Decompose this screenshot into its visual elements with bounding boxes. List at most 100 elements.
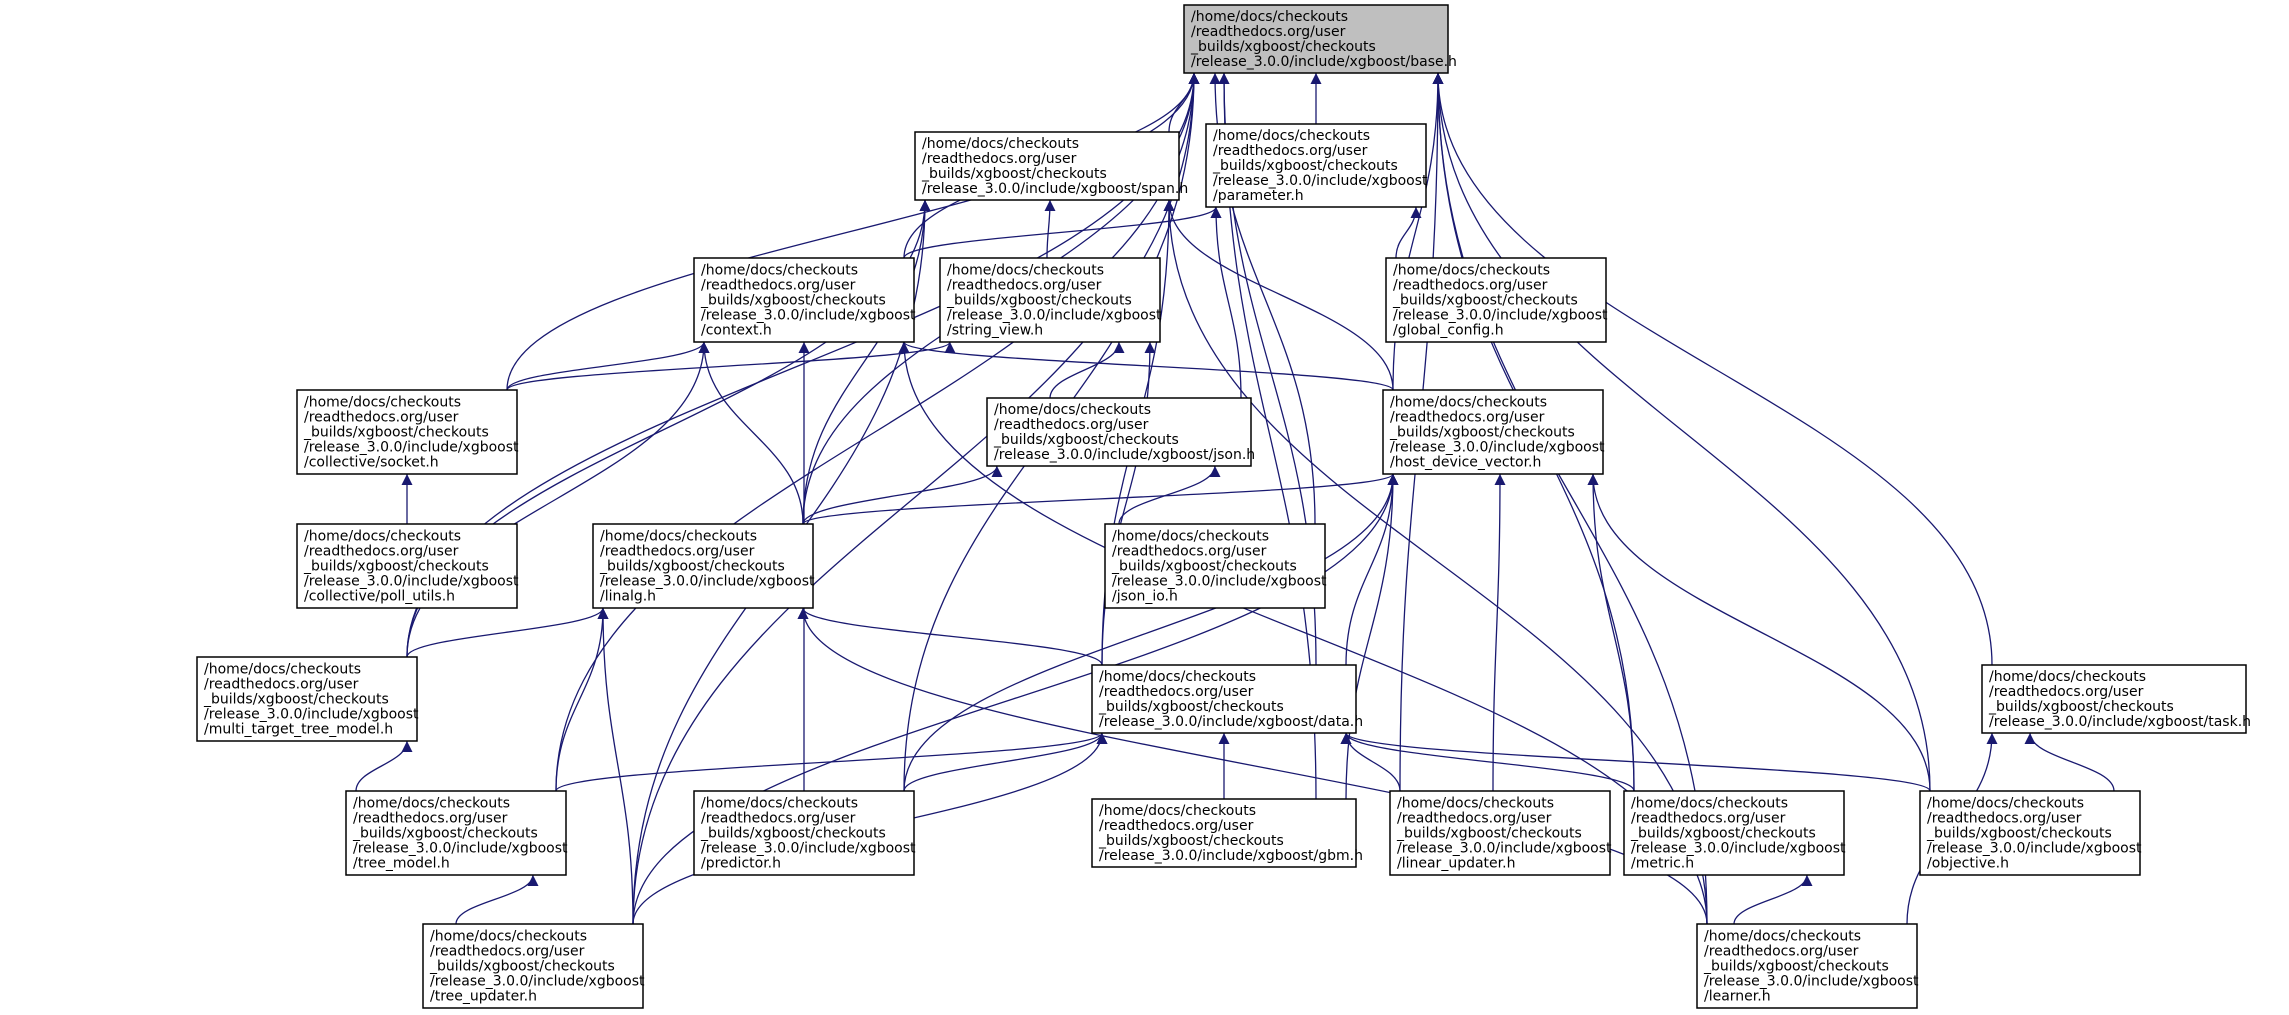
node-label-line: /collective/poll_utils.h	[304, 589, 455, 605]
node-label-line: _builds/xgboost/checkouts	[1190, 39, 1376, 55]
node-label-line: /readthedocs.org/user	[1927, 811, 2082, 827]
node-linear-updater[interactable]: /home/docs/checkouts/readthedocs.org/use…	[1389, 790, 1612, 876]
node-label-line: /home/docs/checkouts	[1927, 796, 2084, 812]
node-box	[939, 257, 1161, 343]
node-box	[1205, 123, 1427, 208]
edge-objective-to-task	[2024, 732, 2115, 792]
node-label-line: _builds/xgboost/checkouts	[1630, 826, 1816, 842]
node-task[interactable]: /home/docs/checkouts/readthedocs.org/use…	[1981, 664, 2251, 734]
node-label-line: /release_3.0.0/include/xgboost	[430, 974, 645, 990]
node-label-line: /readthedocs.org/user	[1191, 24, 1346, 40]
node-box	[693, 790, 915, 876]
node-parameter[interactable]: /home/docs/checkouts/readthedocs.org/use…	[1205, 123, 1428, 208]
node-label-line: /home/docs/checkouts	[1631, 796, 1788, 812]
node-gbm[interactable]: /home/docs/checkouts/readthedocs.org/use…	[1091, 798, 1363, 868]
node-label-line: _builds/xgboost/checkouts	[1098, 699, 1284, 715]
node-label-line: /multi_target_tree_model.h	[204, 722, 393, 738]
node-label-line: /release_3.0.0/include/xgboost	[1112, 574, 1327, 590]
node-label-line: /home/docs/checkouts	[1397, 796, 1554, 812]
node-label-line: /release_3.0.0/include/xgboost	[600, 574, 815, 590]
node-label-line: _builds/xgboost/checkouts	[429, 959, 615, 975]
node-context[interactable]: /home/docs/checkouts/readthedocs.org/use…	[693, 257, 916, 343]
edge-objective-to-host-device-vector	[1587, 473, 1931, 792]
node-json-io[interactable]: /home/docs/checkouts/readthedocs.org/use…	[1104, 523, 1327, 609]
node-label-line: /home/docs/checkouts	[304, 529, 461, 545]
node-box	[1919, 790, 2141, 876]
node-json[interactable]: /home/docs/checkouts/readthedocs.org/use…	[986, 397, 1255, 467]
edge-data-to-string-view	[1101, 341, 1156, 666]
node-label-line: /readthedocs.org/user	[701, 811, 856, 827]
node-predictor[interactable]: /home/docs/checkouts/readthedocs.org/use…	[693, 790, 916, 876]
node-string-view[interactable]: /home/docs/checkouts/readthedocs.org/use…	[939, 257, 1162, 343]
edge-tree-updater-to-host-device-vector	[632, 473, 1399, 925]
node-label-line: /readthedocs.org/user	[1112, 544, 1267, 560]
node-box	[914, 131, 1180, 201]
node-label-line: _builds/xgboost/checkouts	[1111, 559, 1297, 575]
nodes: /home/docs/checkouts/readthedocs.org/use…	[196, 4, 2251, 1009]
node-box	[345, 790, 567, 876]
node-global-config[interactable]: /home/docs/checkouts/readthedocs.org/use…	[1385, 257, 1608, 343]
node-label-line: /home/docs/checkouts	[353, 796, 510, 812]
node-objective[interactable]: /home/docs/checkouts/readthedocs.org/use…	[1919, 790, 2142, 876]
node-label-line: /home/docs/checkouts	[1213, 128, 1370, 144]
node-label-line: _builds/xgboost/checkouts	[946, 293, 1132, 309]
node-box	[1091, 664, 1357, 734]
node-tree-updater[interactable]: /home/docs/checkouts/readthedocs.org/use…	[422, 923, 645, 1009]
edge-tree-model-to-base	[555, 72, 1200, 792]
edge-objective-to-base	[1432, 72, 1931, 792]
node-box	[1981, 664, 2247, 734]
edge-data-to-linalg	[797, 607, 1103, 666]
node-label-line: /release_3.0.0/include/xgboost	[1704, 974, 1919, 990]
node-tree-model[interactable]: /home/docs/checkouts/readthedocs.org/use…	[345, 790, 568, 876]
node-data[interactable]: /home/docs/checkouts/readthedocs.org/use…	[1091, 664, 1363, 734]
node-label-line: _builds/xgboost/checkouts	[1392, 293, 1578, 309]
edge-tree-updater-to-tree-model	[455, 874, 539, 925]
node-label-line: /readthedocs.org/user	[304, 544, 459, 560]
node-multi-target-tree-model[interactable]: /home/docs/checkouts/readthedocs.org/use…	[196, 656, 419, 742]
node-label-line: /readthedocs.org/user	[1989, 684, 2144, 700]
edge-metric-to-host-device-vector	[1587, 473, 1635, 792]
node-label-line: /readthedocs.org/user	[1393, 278, 1548, 294]
node-poll-utils[interactable]: /home/docs/checkouts/readthedocs.org/use…	[296, 523, 519, 609]
node-host-device-vector[interactable]: /home/docs/checkouts/readthedocs.org/use…	[1382, 389, 1605, 475]
node-label-line: /home/docs/checkouts	[701, 263, 858, 279]
node-label-line: /home/docs/checkouts	[1989, 669, 2146, 685]
node-label-line: _builds/xgboost/checkouts	[1396, 826, 1582, 842]
node-span[interactable]: /home/docs/checkouts/readthedocs.org/use…	[914, 131, 1188, 201]
node-learner[interactable]: /home/docs/checkouts/readthedocs.org/use…	[1696, 923, 1919, 1009]
node-label-line: /readthedocs.org/user	[304, 410, 459, 426]
node-label-line: /home/docs/checkouts	[922, 136, 1079, 152]
node-label-line: /home/docs/checkouts	[1099, 803, 1256, 819]
node-linalg[interactable]: /home/docs/checkouts/readthedocs.org/use…	[592, 523, 815, 609]
node-label-line: _builds/xgboost/checkouts	[303, 559, 489, 575]
edge-host-device-vector-to-context	[898, 341, 1394, 391]
edge-global-config-to-parameter	[1395, 206, 1422, 259]
node-label-line: _builds/xgboost/checkouts	[1926, 826, 2112, 842]
edge-linalg-to-host-device-vector	[802, 473, 1399, 525]
node-label-line: /readthedocs.org/user	[1099, 684, 1254, 700]
node-label-line: /release_3.0.0/include/xgboost	[1927, 841, 2142, 857]
node-label-line: _builds/xgboost/checkouts	[1212, 158, 1398, 174]
node-socket[interactable]: /home/docs/checkouts/readthedocs.org/use…	[296, 389, 519, 475]
node-label-line: /home/docs/checkouts	[1704, 929, 1861, 945]
node-label-line: /readthedocs.org/user	[353, 811, 508, 827]
node-label-line: /readthedocs.org/user	[701, 278, 856, 294]
edge-linalg-to-json	[802, 465, 1003, 525]
edge-json-to-parameter	[1210, 206, 1242, 399]
node-label-line: /readthedocs.org/user	[204, 677, 359, 693]
edge-linalg-to-span	[802, 199, 931, 525]
edge-learner-to-base	[1432, 72, 1708, 925]
node-label-line: /home/docs/checkouts	[204, 662, 361, 678]
node-label-line: /readthedocs.org/user	[600, 544, 755, 560]
node-label-line: /release_3.0.0/include/xgboost	[701, 841, 916, 857]
edge-json-to-string-view	[1049, 341, 1125, 399]
node-label-line: /release_3.0.0/include/xgboost/task.h	[1989, 714, 2251, 730]
node-box	[693, 257, 915, 343]
node-label-line: _builds/xgboost/checkouts	[1703, 959, 1889, 975]
node-label-line: _builds/xgboost/checkouts	[303, 425, 489, 441]
node-box	[592, 523, 814, 609]
node-metric[interactable]: /home/docs/checkouts/readthedocs.org/use…	[1623, 790, 1846, 876]
node-box	[422, 923, 644, 1009]
node-label-line: /readthedocs.org/user	[947, 278, 1102, 294]
